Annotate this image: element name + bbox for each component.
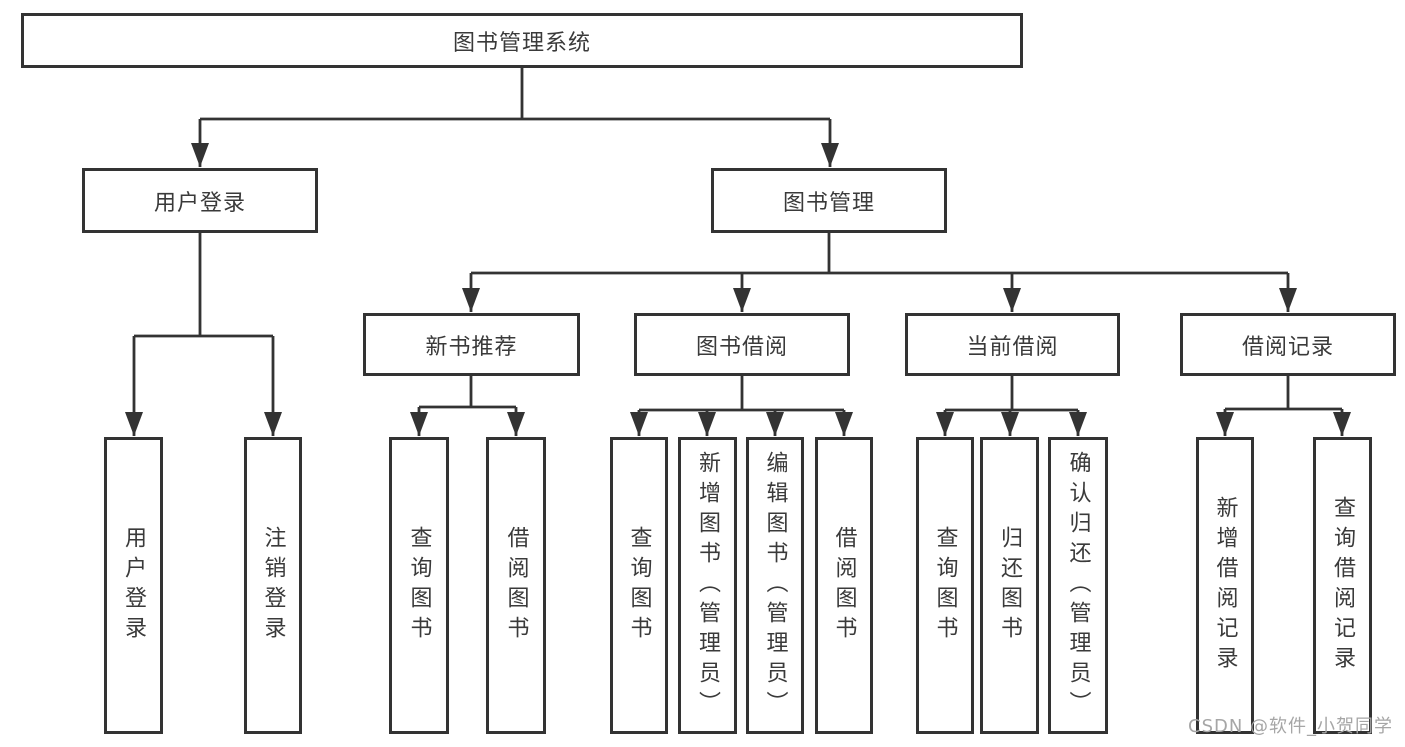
node-book-borrow: 图书借阅 [634, 313, 850, 376]
node-root-label: 图书管理系统 [452, 30, 591, 56]
leaf-query-borrow-record: 查询借阅记录 [1313, 437, 1372, 734]
leaf-add-borrow-record-label: 新增借阅记录 [1212, 495, 1238, 676]
leaf-current-query-books-label: 查询图书 [932, 525, 958, 646]
leaf-borrow-query-books-label: 查询图书 [626, 525, 652, 646]
csdn-watermark: CSDN @软件_小贺同学 [1188, 716, 1394, 737]
leaf-new-rec-borrow-books: 借阅图书 [486, 437, 546, 734]
spine-root [200, 68, 830, 121]
leaf-confirm-return-admin: 确认归还（管理员） [1048, 437, 1108, 734]
leaf-logout: 注销登录 [244, 437, 302, 734]
leaf-user-login: 用户登录 [104, 437, 163, 734]
node-book-borrow-label: 图书借阅 [695, 334, 788, 360]
leaf-borrow-borrow-books-label: 借阅图书 [831, 525, 857, 646]
spine-borrow-records [1225, 376, 1342, 411]
leaf-confirm-return-admin-label: 确认归还（管理员） [1065, 450, 1091, 721]
leaf-edit-book-admin: 编辑图书（管理员） [746, 437, 804, 734]
node-user-login-label: 用户登录 [153, 190, 246, 216]
leaf-new-rec-borrow-books-label: 借阅图书 [503, 525, 529, 646]
leaf-new-rec-query-books: 查询图书 [389, 437, 449, 734]
node-borrow-records-label: 借阅记录 [1241, 334, 1334, 360]
node-new-book-recommend-label: 新书推荐 [425, 334, 518, 360]
leaf-return-book-label: 归还图书 [997, 525, 1023, 646]
node-book-management: 图书管理 [711, 168, 947, 233]
node-book-management-label: 图书管理 [782, 190, 875, 216]
node-user-login: 用户登录 [82, 168, 318, 233]
node-root: 图书管理系统 [21, 13, 1023, 68]
node-current-borrow-label: 当前借阅 [966, 334, 1059, 360]
node-current-borrow: 当前借阅 [905, 313, 1120, 376]
node-borrow-records: 借阅记录 [1180, 313, 1396, 376]
leaf-return-book: 归还图书 [980, 437, 1039, 734]
leaf-add-borrow-record: 新增借阅记录 [1196, 437, 1254, 734]
spine-new-book-recommend [419, 376, 516, 409]
leaf-new-rec-query-books-label: 查询图书 [406, 525, 432, 646]
leaf-user-login-label: 用户登录 [121, 525, 147, 646]
leaf-edit-book-admin-label: 编辑图书（管理员） [762, 450, 788, 721]
leaf-add-book-admin-label: 新增图书（管理员） [695, 450, 721, 721]
leaf-query-borrow-record-label: 查询借阅记录 [1330, 495, 1356, 676]
spine-book-management [471, 233, 1288, 275]
leaf-logout-label: 注销登录 [260, 525, 286, 646]
spine-book-borrow [639, 376, 844, 412]
node-new-book-recommend: 新书推荐 [363, 313, 580, 376]
leaf-current-query-books: 查询图书 [916, 437, 974, 734]
spine-user-login [134, 233, 273, 338]
leaf-borrow-borrow-books: 借阅图书 [815, 437, 873, 734]
leaf-borrow-query-books: 查询图书 [610, 437, 668, 734]
leaf-add-book-admin: 新增图书（管理员） [678, 437, 737, 734]
spine-current-borrow [945, 376, 1078, 412]
